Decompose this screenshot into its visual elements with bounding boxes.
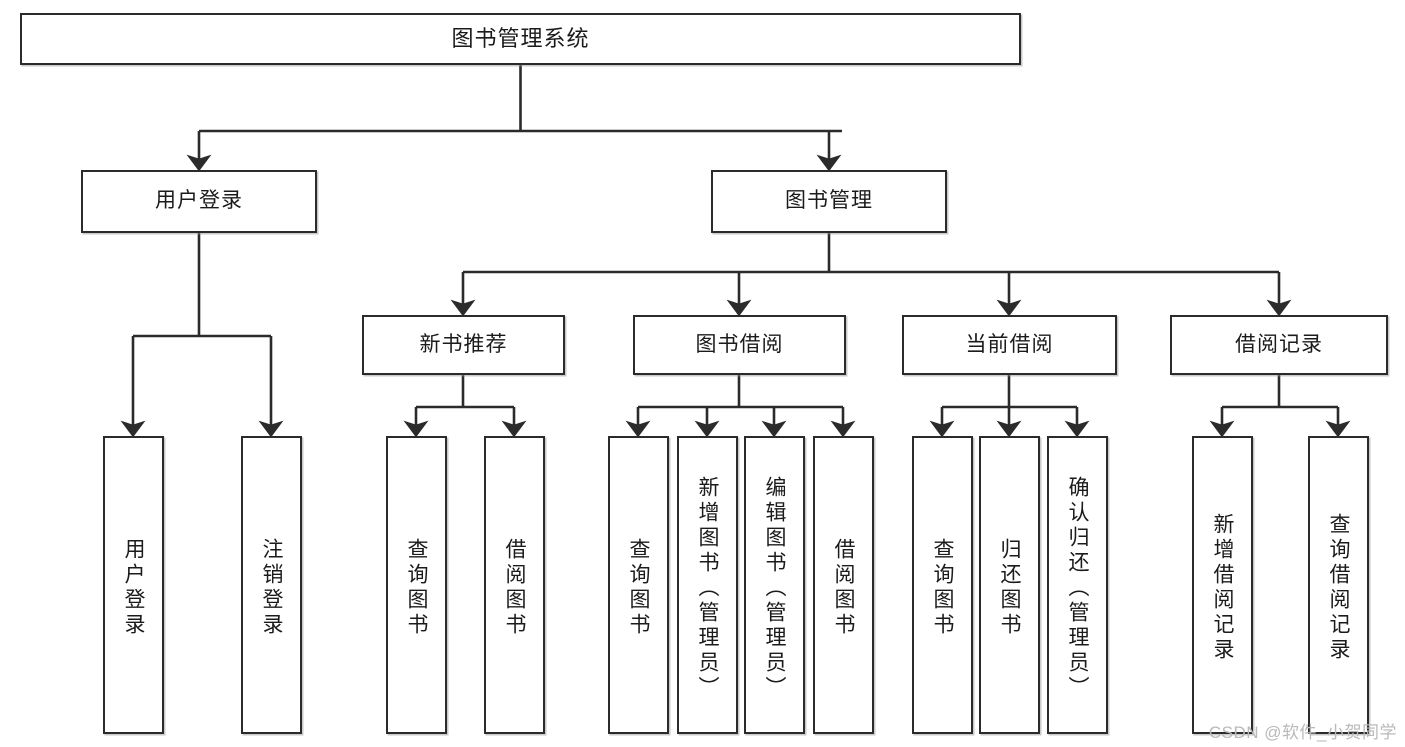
node-user-login[interactable]: 用户登录 [81,170,317,233]
leaf-label: 编辑图书（管理员） [763,475,786,701]
leaf-borrow-book-2[interactable]: 借阅图书 [813,436,874,734]
leaf-borrow-book-1[interactable]: 借阅图书 [484,436,545,734]
node-label: 借阅记录 [1235,332,1323,356]
leaf-label: 用户登录 [122,538,145,638]
leaf-label: 查询图书 [931,538,954,638]
leaf-confirm-return[interactable]: 确认归还（管理员） [1047,436,1108,734]
leaf-label: 借阅图书 [503,538,526,638]
leaf-query-record[interactable]: 查询借阅记录 [1308,436,1369,734]
leaf-label: 归还图书 [998,538,1021,638]
leaf-label: 查询图书 [405,538,428,638]
node-current-borrow[interactable]: 当前借阅 [902,315,1117,375]
leaf-add-book[interactable]: 新增图书（管理员） [677,436,738,734]
leaf-logout[interactable]: 注销登录 [241,436,302,734]
node-root-system[interactable]: 图书管理系统 [20,13,1021,65]
node-new-book-rec[interactable]: 新书推荐 [362,315,565,375]
leaf-label: 新增图书（管理员） [696,475,719,701]
node-book-manage[interactable]: 图书管理 [711,170,947,233]
node-label: 图书管理 [785,189,873,213]
leaf-return-book[interactable]: 归还图书 [979,436,1040,734]
leaf-user-login[interactable]: 用户登录 [103,436,164,734]
node-label: 图书管理系统 [451,26,590,52]
node-label: 用户登录 [155,189,243,213]
node-label: 新书推荐 [419,332,508,356]
node-label: 当前借阅 [965,332,1054,356]
leaf-label: 新增借阅记录 [1211,513,1234,663]
leaf-query-book-1[interactable]: 查询图书 [386,436,447,734]
leaf-edit-book[interactable]: 编辑图书（管理员） [744,436,805,734]
node-book-borrow[interactable]: 图书借阅 [633,315,846,375]
leaf-label: 查询借阅记录 [1327,513,1350,663]
leaf-query-book-2[interactable]: 查询图书 [608,436,669,734]
leaf-query-book-3[interactable]: 查询图书 [912,436,973,734]
leaf-add-record[interactable]: 新增借阅记录 [1192,436,1253,734]
leaf-label: 查询图书 [627,538,650,638]
leaf-label: 借阅图书 [832,538,855,638]
leaf-label: 注销登录 [260,538,283,638]
node-borrow-record[interactable]: 借阅记录 [1170,315,1388,375]
leaf-label: 确认归还（管理员） [1066,475,1089,701]
node-label: 图书借阅 [695,332,784,356]
